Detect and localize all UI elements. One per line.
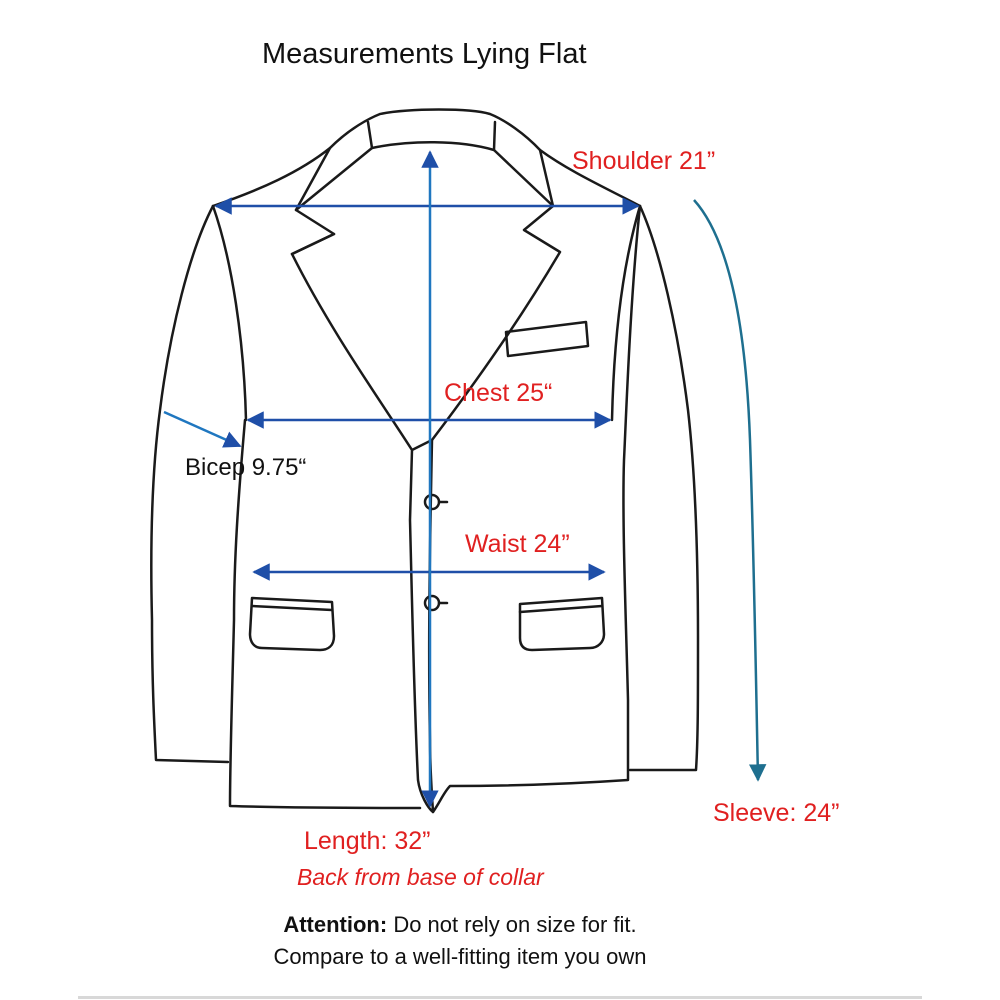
attention-label: Attention: <box>283 912 388 937</box>
sleeve-label: Sleeve: 24” <box>713 799 840 827</box>
waist-label: Waist 24” <box>465 530 570 558</box>
attention-text-1: Do not rely on size for fit. <box>387 912 637 937</box>
bottom-divider <box>78 996 922 999</box>
right-sleeve-inner <box>610 204 642 422</box>
shoulder-label: Shoulder 21” <box>572 147 716 175</box>
right-sleeve <box>628 204 700 772</box>
collar-inner <box>366 120 497 152</box>
chest-label: Chest 25“ <box>444 379 553 407</box>
right-hip-pocket <box>518 596 606 652</box>
left-sleeve-inner <box>211 204 248 422</box>
left-hip-pocket <box>248 596 336 652</box>
sleeve-measure-line <box>693 199 767 782</box>
collar-band <box>328 108 542 152</box>
bicep-label: Bicep 9.75“ <box>185 454 307 481</box>
attention-line-1: Attention: Do not rely on size for fit. <box>0 914 920 936</box>
left-sleeve <box>150 204 230 764</box>
left-side-line <box>228 418 422 810</box>
right-pocket-flap-line <box>518 604 604 614</box>
attention-line-2: Compare to a well-fitting item you own <box>273 944 647 969</box>
left-lapel-edge <box>290 232 336 256</box>
left-pocket-flap-line <box>250 604 334 612</box>
length-label: Length: 32” <box>304 827 431 855</box>
diagram-title: Measurements Lying Flat <box>262 38 587 70</box>
length-note: Back from base of collar <box>297 864 544 890</box>
chest-pocket <box>504 320 590 358</box>
bicep-measure-line <box>163 410 242 448</box>
jacket-body <box>211 146 642 814</box>
button-bottom <box>423 594 441 612</box>
left-lapel <box>294 146 374 212</box>
right-lapel <box>492 148 555 208</box>
